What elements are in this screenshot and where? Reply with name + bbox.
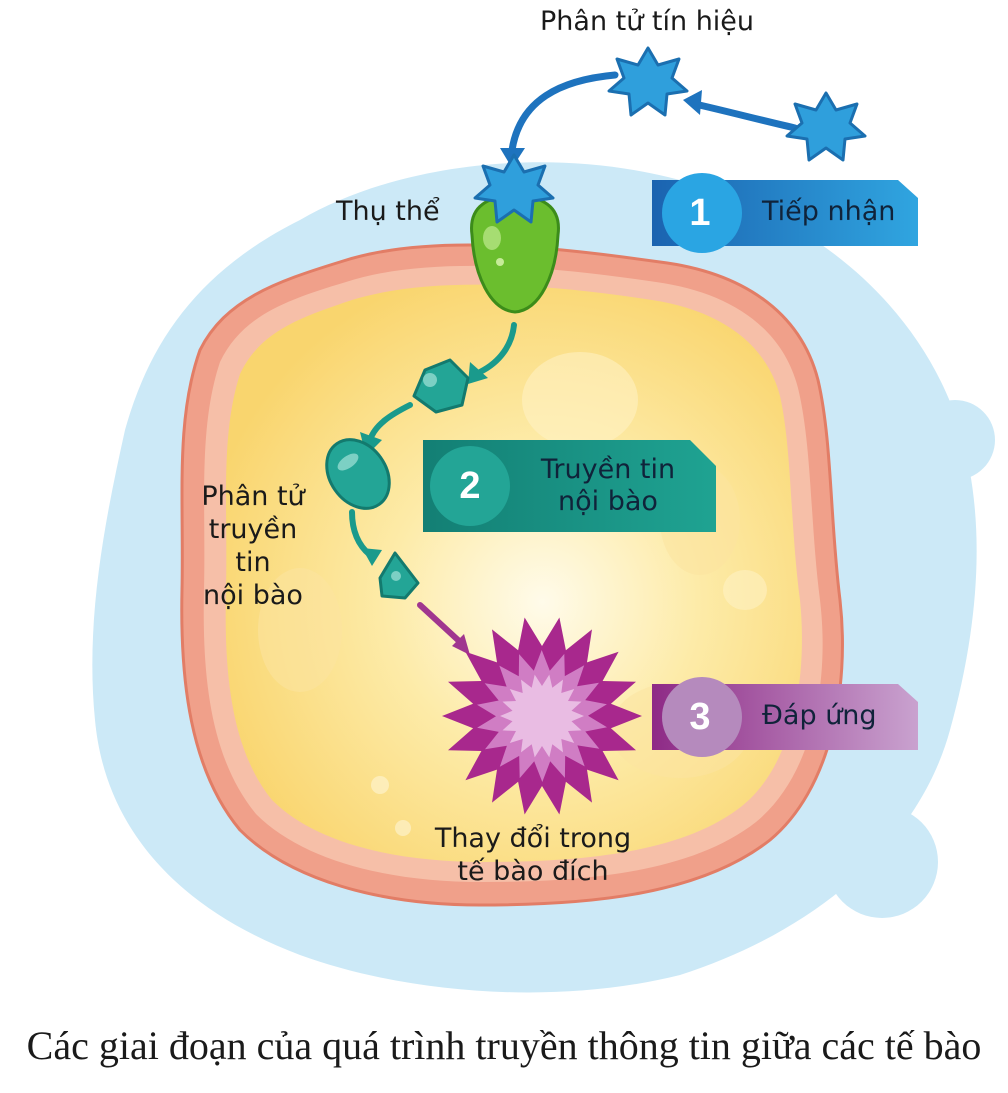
step-1-badge: 1 Tiếp nhận xyxy=(680,180,918,246)
figure-caption: Các giai đoạn của quá trình truyền thông… xyxy=(26,1023,982,1068)
step-3-badge-shape xyxy=(652,677,918,757)
step-3-label: Đáp ứng xyxy=(762,700,877,731)
signal-star-bound xyxy=(473,153,555,224)
step-1-badge-shape xyxy=(652,173,918,253)
signal-star-2 xyxy=(785,91,867,162)
arrow-star-to-star xyxy=(691,100,799,132)
step-3-badge: 3 Đáp ứng xyxy=(680,684,918,750)
signal-molecule-label: Phân tử tín hiệu xyxy=(540,6,755,37)
response-burst xyxy=(442,617,642,815)
target-cell-change-label: Thay đổi trong tế bào đích xyxy=(434,823,632,887)
step-1-number: 1 xyxy=(689,191,711,234)
receptor-label: Thụ thể xyxy=(336,196,440,227)
step-2-badge-shape xyxy=(423,440,716,532)
step-1-label: Tiếp nhận xyxy=(762,196,896,227)
relay-molecules-label: Phân tử truyền tin nội bào xyxy=(201,481,305,611)
signal-star-1 xyxy=(607,46,689,117)
signal-arrows xyxy=(508,71,799,154)
step-2-label: Truyền tin nội bào xyxy=(540,454,676,517)
step-2-number: 2 xyxy=(459,464,481,507)
relay-molecule-1 xyxy=(412,358,470,414)
cell-signaling-diagram xyxy=(92,46,995,993)
arrow-to-response xyxy=(417,602,461,643)
arrow-star-to-receptor xyxy=(508,71,619,154)
step-2-badge: 2 Truyền tin nội bào xyxy=(423,440,716,532)
relay-molecule-2 xyxy=(325,438,391,510)
step-3-number: 3 xyxy=(689,695,711,738)
relay-molecule-3 xyxy=(378,551,420,600)
